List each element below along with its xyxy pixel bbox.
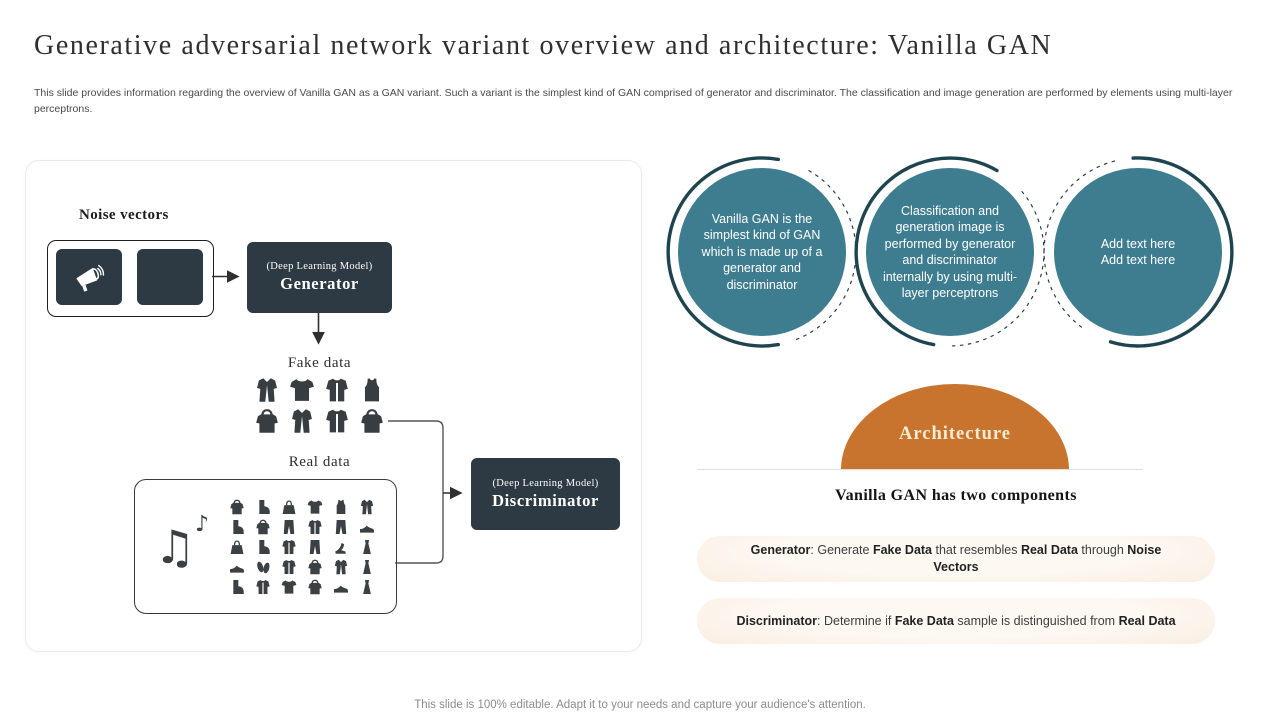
real-data-label: Real data: [288, 454, 351, 470]
gan-flow-panel: Noise vectors (Deep Learning Model) Gene…: [25, 160, 642, 652]
fake-data-label: Fake data: [287, 355, 352, 371]
info-circle-1-text: Vanilla GAN is the simplest kind of GAN …: [701, 211, 823, 292]
slide-title: Generative adversarial network variant o…: [34, 30, 1053, 61]
hoodie-icon: [307, 559, 323, 575]
dress-icon: [359, 539, 375, 555]
coat-icon: [289, 408, 315, 434]
boot-icon: [255, 539, 271, 555]
generator-box-title: Generator: [280, 274, 359, 293]
flipflop-icon: [255, 559, 271, 575]
slide-footer-note: This slide is 100% editable. Adapt it to…: [414, 699, 866, 711]
eighth-note-glyph: ♪: [194, 511, 209, 537]
hoodie-icon: [229, 499, 245, 515]
discriminator-definition-text: Discriminator: Determine if Fake Data sa…: [736, 613, 1176, 628]
coat-icon: [359, 499, 375, 515]
boot-icon: [255, 499, 271, 515]
info-circle-2: Classification and generation image is p…: [850, 152, 1050, 352]
discriminator-box-subtitle: (Deep Learning Model): [492, 477, 599, 489]
generator-definition-text: Generator: Generate Fake Data that resem…: [750, 543, 1162, 574]
vest-icon: [359, 377, 385, 403]
real-data-box: ♫ ♪: [134, 479, 397, 614]
heels-icon: [333, 539, 349, 555]
jacket-icon: [255, 579, 271, 595]
megaphone-icon: [76, 264, 105, 292]
slide-subtitle: This slide provides information regardin…: [34, 87, 1233, 115]
beamed-notes-glyph: ♫: [154, 519, 196, 574]
noise-vectors-frame: [47, 240, 214, 317]
shoe-icon: [229, 559, 245, 575]
hoodie-icon: [359, 408, 385, 434]
tshirt-icon: [281, 579, 297, 595]
hoodie-icon: [254, 408, 280, 434]
vest-icon: [333, 499, 349, 515]
bag-icon: [281, 499, 297, 515]
pants-icon: [333, 519, 349, 535]
shoe-icon: [359, 519, 375, 535]
architecture-label: Architecture: [899, 424, 1011, 444]
jacket-icon: [281, 539, 297, 555]
components-heading: Vanilla GAN has two components: [835, 487, 1077, 504]
jacket-icon: [281, 559, 297, 575]
generator-definition-pill: Generator: Generate Fake Data that resem…: [697, 536, 1215, 582]
info-circle-3-graphic: [1043, 156, 1234, 348]
info-circle-1: Vanilla GAN is the simplest kind of GAN …: [662, 152, 862, 352]
pants-icon: [307, 539, 323, 555]
jacket-icon: [307, 519, 323, 535]
info-circle-2-text: Classification and generation image is p…: [882, 203, 1018, 301]
discriminator-definition-pill: Discriminator: Determine if Fake Data sa…: [697, 598, 1215, 644]
shoe-icon: [333, 579, 349, 595]
hoodie-icon: [255, 519, 271, 535]
boot-icon: [229, 519, 245, 535]
architecture-dome: Architecture: [841, 384, 1069, 470]
discriminator-box-title: Discriminator: [492, 490, 599, 510]
noise-tile-megaphone: [56, 249, 122, 305]
real-data-icons: [215, 495, 396, 599]
hoodie-icon: [307, 579, 323, 595]
music-notes-icon: ♫ ♪: [135, 513, 215, 570]
dress-icon: [359, 559, 375, 575]
bag-icon: [229, 539, 245, 555]
generator-box-subtitle: (Deep Learning Model): [266, 261, 373, 272]
noise-vectors-label: Noise vectors: [79, 207, 169, 223]
architecture-baseline: [697, 469, 1143, 470]
generator-box: (Deep Learning Model) Generator: [247, 242, 392, 313]
pants-icon: [281, 519, 297, 535]
info-circle-3-placeholder-text[interactable]: Add text here Add text here: [1100, 236, 1176, 268]
noise-tile-blank: [137, 249, 203, 305]
boot-icon: [229, 579, 245, 595]
info-circle-2-graphic: [854, 156, 1045, 347]
info-circle-3: Add text here Add text here: [1038, 152, 1238, 352]
tshirt-icon: [289, 377, 315, 403]
jacket-icon: [324, 377, 350, 403]
coat-icon: [333, 559, 349, 575]
jacket-icon: [324, 408, 350, 434]
dress-icon: [359, 579, 375, 595]
tshirt-icon: [307, 499, 323, 515]
fake-data-icons: [247, 377, 392, 439]
discriminator-box: (Deep Learning Model) Discriminator: [471, 458, 620, 530]
coat-icon: [254, 377, 280, 403]
